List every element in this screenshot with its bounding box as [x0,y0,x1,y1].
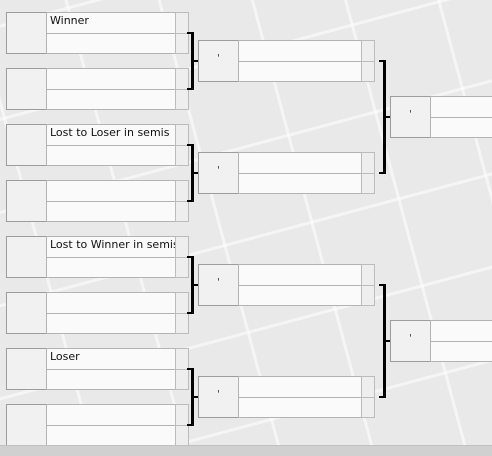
seed-box[interactable] [6,124,47,166]
connector-line [379,172,385,174]
connector-line [187,200,193,202]
team-name-cell[interactable] [46,68,176,90]
row-end-cell [175,348,189,370]
seed-box[interactable] [6,404,47,446]
row-end-cell [361,264,375,286]
row-end-cell [175,180,189,202]
connector-line [187,144,193,146]
connector-line [187,312,193,314]
team-name-cell[interactable]: Loser [46,348,176,370]
row-end-cell [175,404,189,426]
connector-line [191,172,198,174]
score-cell[interactable] [46,257,176,278]
row-end-cell [175,33,189,54]
team-name-cell[interactable]: Lost to Winner in semis [46,236,179,258]
seed-box[interactable]: ' [198,40,239,82]
seed-box[interactable] [6,292,47,334]
team-name-cell[interactable] [238,152,362,174]
team-name-cell[interactable]: Lost to Loser in semis [46,124,176,146]
row-end-cell [361,40,375,62]
seed-box[interactable] [6,348,47,390]
score-cell[interactable] [238,285,362,306]
team-name-cell[interactable] [46,180,176,202]
seed-box[interactable] [6,68,47,110]
connector-line [191,396,198,398]
team-name-cell[interactable] [238,376,362,398]
row-end-cell [175,425,189,446]
score-cell[interactable] [238,173,362,194]
row-end-cell [175,257,189,278]
score-cell[interactable] [430,341,492,362]
row-end-cell [361,397,375,418]
horizontal-scrollbar-track[interactable] [0,445,492,456]
row-end-cell [175,12,189,34]
score-cell[interactable] [238,397,362,418]
row-end-cell [361,61,375,82]
connector-line [187,424,193,426]
score-cell[interactable] [46,425,176,446]
score-cell[interactable] [238,61,362,82]
seed-box[interactable]: ' [390,320,431,362]
team-name-cell[interactable] [238,264,362,286]
team-name-cell[interactable] [430,320,492,342]
row-end-cell [175,68,189,90]
connector-line [379,60,385,62]
seed-box[interactable]: ' [390,96,431,138]
connector-line [187,88,193,90]
seed-box[interactable]: ' [198,376,239,418]
score-cell[interactable] [46,89,176,110]
team-name-cell[interactable] [46,404,176,426]
row-end-cell [175,201,189,222]
seed-box[interactable] [6,12,47,54]
team-name-cell[interactable] [238,40,362,62]
connector-line [383,116,390,118]
connector-line [383,340,390,342]
seed-box[interactable] [6,180,47,222]
score-cell[interactable] [430,117,492,138]
team-name-label: Winner [50,14,89,27]
connector-line [191,284,198,286]
row-end-cell [361,173,375,194]
row-end-cell [361,152,375,174]
connector-line [187,368,193,370]
connector-line [379,284,385,286]
row-end-cell [175,124,189,146]
connector-line [187,256,193,258]
score-cell[interactable] [46,201,176,222]
team-name-cell[interactable]: Winner [46,12,176,34]
score-cell[interactable] [46,33,176,54]
row-end-cell [361,376,375,398]
row-end-cell [175,236,189,258]
seed-box[interactable]: ' [198,264,239,306]
row-end-cell [175,145,189,166]
connector-line [379,396,385,398]
row-end-cell [361,285,375,306]
score-cell[interactable] [46,369,176,390]
row-end-cell [175,89,189,110]
team-name-label: Lost to Winner in semis [50,238,179,251]
score-cell[interactable] [46,313,176,334]
team-name-cell[interactable] [430,96,492,118]
team-name-label: Lost to Loser in semis [50,126,170,139]
score-cell[interactable] [46,145,176,166]
connector-line [191,60,198,62]
seed-box[interactable]: ' [198,152,239,194]
row-end-cell [175,369,189,390]
team-name-cell[interactable] [46,292,176,314]
connector-line [187,32,193,34]
team-name-label: Loser [50,350,80,363]
row-end-cell [175,313,189,334]
row-end-cell [175,292,189,314]
seed-box[interactable] [6,236,47,278]
